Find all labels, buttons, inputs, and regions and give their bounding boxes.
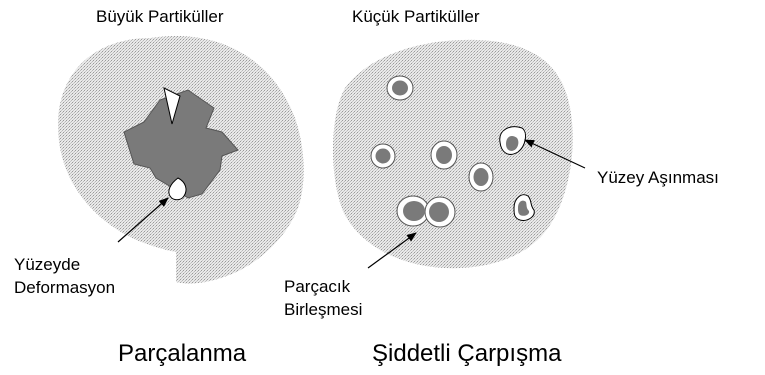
small-particle (469, 163, 493, 191)
surface-deformation-label-line2: Deformasyon (14, 277, 115, 298)
violent-collision-panel (333, 40, 585, 268)
violent-collision-caption: Şiddetli Çarpışma (372, 340, 561, 368)
large-particles-label: Büyük Partiküller (96, 6, 224, 27)
small-particle (371, 144, 395, 168)
small-particle (387, 76, 413, 100)
fragmentation-caption: Parçalanma (118, 340, 246, 368)
particle-merging-label-line2: Birleşmesi (284, 299, 362, 320)
small-particle (431, 141, 457, 169)
small-particles-label: Küçük Partiküller (352, 6, 480, 27)
surface-deformation-label-line1: Yüzeyde (14, 254, 80, 275)
particle-merging-label-line1: Parçacık (284, 276, 350, 297)
surface-abrasion-label: Yüzey Aşınması (597, 167, 719, 188)
fragmentation-panel (58, 36, 304, 284)
